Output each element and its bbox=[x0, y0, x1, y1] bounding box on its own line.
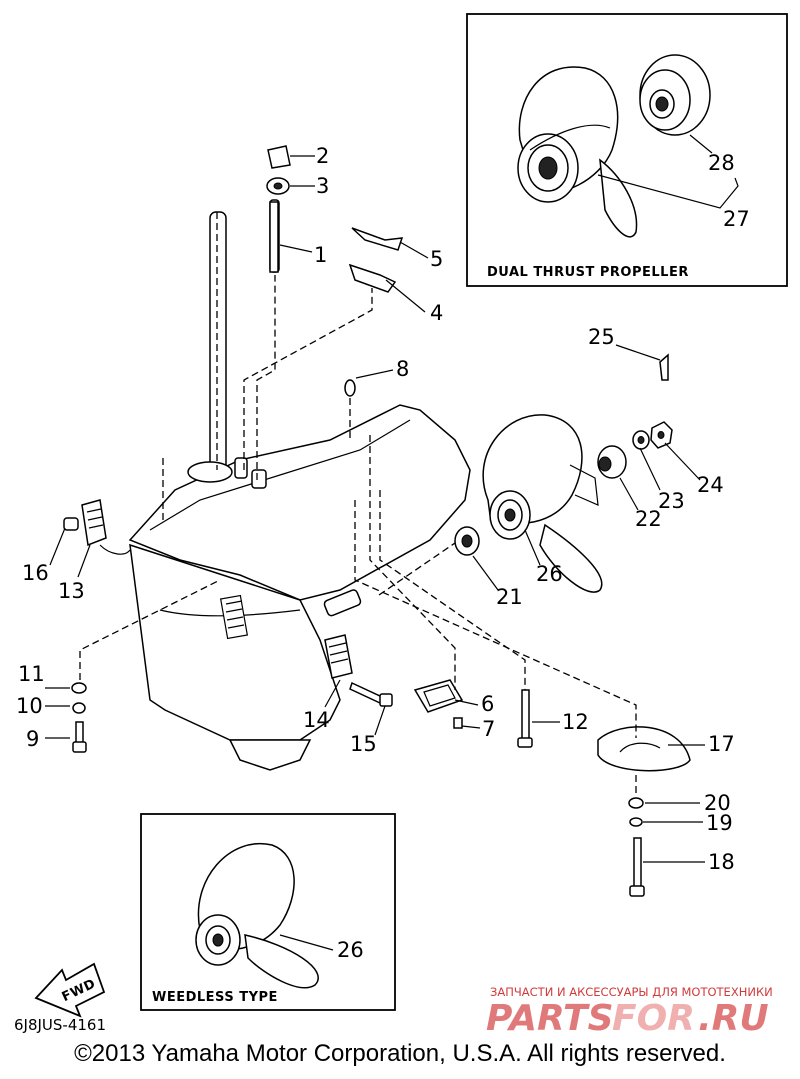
weedless-inset: 26 WEEDLESS TYPE bbox=[140, 813, 396, 1011]
callout-26: 26 bbox=[536, 562, 563, 586]
callout-13: 13 bbox=[58, 579, 85, 603]
watermark-brand: PARTS bbox=[486, 998, 614, 1039]
watermark-brand-end: .RU bbox=[698, 998, 769, 1039]
part-washer-10 bbox=[72, 702, 86, 714]
dual-thrust-label: DUAL THRUST PROPELLER bbox=[487, 265, 689, 280]
callout-7: 7 bbox=[482, 717, 495, 741]
lower-unit-drawing bbox=[128, 199, 471, 771]
callout-3: 3 bbox=[316, 174, 329, 198]
part-washer-19 bbox=[629, 817, 643, 827]
diagram-code: 6J8JUS-4161 bbox=[14, 1016, 106, 1034]
part-screw-7 bbox=[453, 717, 463, 729]
dual-thrust-spacer-drawing bbox=[639, 54, 711, 136]
part-bolt-15 bbox=[349, 681, 393, 707]
callout-27: 27 bbox=[723, 207, 750, 231]
part-anode-5 bbox=[351, 227, 404, 251]
part-anode-4 bbox=[348, 263, 397, 293]
watermark-tagline: ЗАПЧАСТИ И АКСЕССУАРЫ ДЛЯ МОТОТЕХНИКИ bbox=[490, 985, 773, 999]
callout-9: 9 bbox=[26, 727, 39, 751]
callout-8: 8 bbox=[396, 357, 409, 381]
assembly-lines bbox=[79, 212, 637, 796]
callout-26-weedless: 26 bbox=[337, 938, 364, 962]
callout-17: 17 bbox=[708, 732, 735, 756]
weedless-label: WEEDLESS TYPE bbox=[152, 990, 278, 1005]
watermark-brand-mid: FOR bbox=[612, 998, 695, 1039]
callout-18: 18 bbox=[708, 850, 735, 874]
copyright-footer: ©2013 Yamaha Motor Corporation, U.S.A. A… bbox=[74, 1040, 726, 1067]
watermark-logo: ЗАПЧАСТИ И АКСЕССУАРЫ ДЛЯ МОТОТЕХНИКИ PA… bbox=[486, 985, 773, 1039]
callout-19: 19 bbox=[706, 811, 733, 835]
callout-6: 6 bbox=[481, 692, 494, 716]
fwd-arrow: FWD bbox=[34, 962, 106, 1018]
callout-1: 1 bbox=[314, 243, 327, 267]
callout-23: 23 bbox=[658, 489, 685, 513]
callout-10: 10 bbox=[16, 694, 43, 718]
callout-22: 22 bbox=[635, 507, 662, 531]
water-inlet bbox=[219, 594, 249, 640]
callout-20: 20 bbox=[704, 791, 731, 815]
dual-thrust-propeller-drawing bbox=[517, 66, 638, 238]
part-seal bbox=[266, 177, 290, 195]
callout-25: 25 bbox=[588, 325, 615, 349]
callout-5: 5 bbox=[430, 247, 443, 271]
part-thrust-washer bbox=[454, 526, 480, 556]
callout-15: 15 bbox=[350, 732, 377, 756]
part-grease-nipple bbox=[63, 517, 79, 531]
part-washer-20 bbox=[628, 797, 644, 809]
callout-28: 28 bbox=[708, 151, 735, 175]
leader-lines bbox=[45, 155, 705, 863]
part-plug bbox=[344, 379, 356, 397]
callout-21: 21 bbox=[496, 585, 523, 609]
weedless-propeller-drawing bbox=[195, 842, 319, 989]
callouts: 1 2 3 4 5 6 7 8 9 10 11 12 13 14 15 16 1… bbox=[16, 144, 735, 874]
part-cotter-pin bbox=[659, 353, 669, 381]
part-plate-14 bbox=[324, 634, 353, 679]
dual-thrust-inset: 28 27 DUAL THRUST PROPELLER bbox=[466, 13, 788, 287]
part-bolt-18 bbox=[629, 837, 645, 897]
part-bolt-12 bbox=[517, 689, 533, 748]
callout-24: 24 bbox=[697, 473, 724, 497]
part-gasket bbox=[413, 679, 464, 713]
part-prop-nut bbox=[650, 421, 673, 449]
part-washer-23 bbox=[632, 430, 650, 450]
callout-4: 4 bbox=[430, 301, 443, 325]
part-trim-tab bbox=[597, 726, 691, 772]
part-cap bbox=[267, 145, 291, 169]
part-shift-rod bbox=[269, 201, 279, 273]
callout-14: 14 bbox=[303, 708, 330, 732]
part-nut-11 bbox=[71, 682, 87, 694]
part-plate-13 bbox=[81, 499, 107, 547]
part-spacer bbox=[597, 445, 627, 479]
callout-16: 16 bbox=[22, 561, 49, 585]
callout-12: 12 bbox=[562, 710, 589, 734]
part-bolt-9 bbox=[72, 721, 87, 753]
part-propeller bbox=[482, 414, 603, 593]
callout-2: 2 bbox=[316, 144, 329, 168]
callout-11: 11 bbox=[18, 662, 45, 686]
